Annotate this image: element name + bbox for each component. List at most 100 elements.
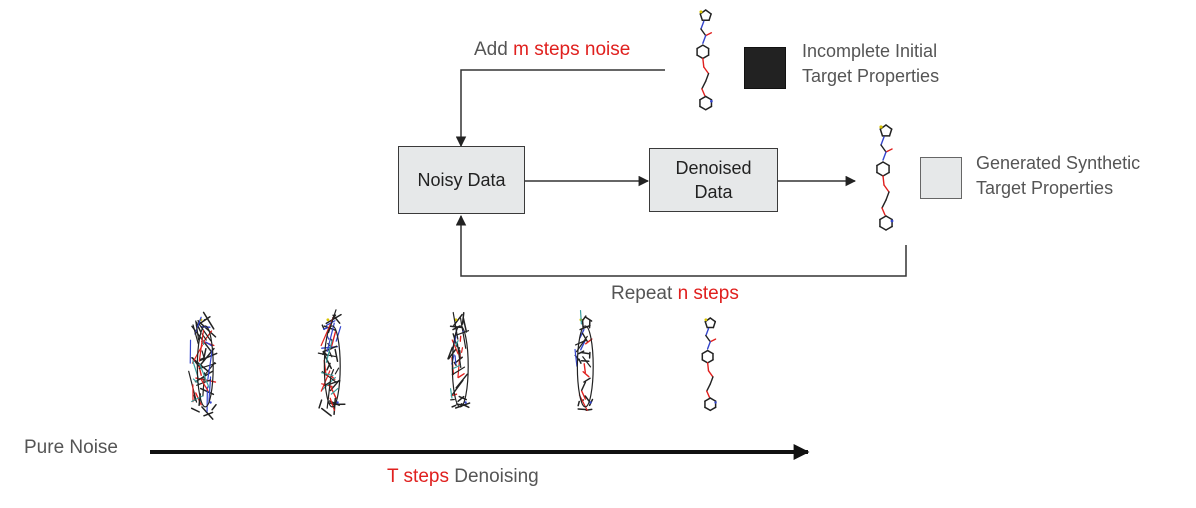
repeat-arrow [455,214,907,277]
noise-bond [195,320,200,341]
noise-bond [317,352,337,358]
chain-bond [885,191,890,201]
amide-bond [579,328,585,339]
amide-bond [705,327,710,337]
pyridine-bond [318,399,323,409]
ether-bond [706,390,711,398]
pyridine-bond [704,95,713,101]
benzene-bond [447,348,457,360]
benzene-bond [706,359,714,364]
noise-bond [200,378,209,392]
benzene-bond [453,361,457,366]
pyridine-bond [201,406,214,420]
benzene-bond [696,54,704,60]
generated-molecule [876,124,894,231]
pyridine-bond [709,397,717,402]
carbonyl-bond [705,32,713,37]
benzene-bond [580,351,590,355]
incomplete-legend: Incomplete Initial Target Properties [802,39,939,89]
benzene-bond [580,360,590,363]
benzene-bond [876,171,884,177]
pyridine-bond [704,397,712,402]
noisy-data-label: Noisy Data [417,170,506,190]
pyridine-bond [885,215,893,221]
noise-envelope [576,325,594,408]
pyridine-bond [333,397,337,416]
benzene-bond [198,357,205,361]
sulfur-atom [704,318,708,322]
noisy-data-box: Noisy Data [398,146,525,214]
pyridine-bond [885,225,893,231]
noise-bond [449,388,453,399]
noise-bond [455,340,459,347]
denoising-sequence [188,309,717,420]
noise-bond [198,329,205,362]
noise-bond [208,376,212,402]
ether-bond [582,371,590,378]
ether-bond [707,370,714,378]
denoised-data-box: Denoised Data [649,148,778,212]
benzene-bond [701,359,709,364]
benzene-bond [876,161,884,167]
nitrogen-atom [710,99,713,103]
noise-bond [454,355,457,365]
noise-envelope [323,325,341,408]
chain-bond [709,376,714,385]
noise-bond [320,372,334,377]
five-ring-bond [888,128,893,137]
noise-bond [330,369,335,376]
benzene-bond [334,348,339,362]
five-ring-bond [885,124,893,130]
denoising-step-molecule [447,311,471,409]
nitrogen-atom [890,219,894,223]
add-noise-label: Add m steps noise [474,39,630,61]
noise-bond [334,367,340,375]
pyridine-bond [709,406,717,412]
benzene-bond [191,357,201,369]
chain-bond [705,334,711,343]
five-ring-bond [699,13,704,22]
generated-legend: Generated Synthetic Target Properties [976,151,1140,201]
amine-bond [882,151,887,161]
sulfur-atom [879,125,883,129]
amine-bond [580,340,586,351]
generated-legend-line2: Target Properties [976,178,1114,198]
noise-bond [207,348,213,380]
chain-bond [583,377,591,383]
five-ring-bond [709,317,717,323]
five-ring-bond [704,9,712,15]
benzene-bond [447,346,454,360]
benzene-bond [701,349,709,355]
initial-molecule [696,9,713,111]
ether-bond [703,66,710,75]
incomplete-legend-line1: Incomplete Initial [802,41,938,61]
chain-bond [705,72,710,82]
five-ring-bond [879,128,884,137]
noise-bond [451,339,459,355]
denoised-data-label-1: Denoised [675,158,752,178]
nitrogen-atom [464,401,467,404]
denoising-step-molecule [701,317,717,412]
pyridine-bond [704,406,712,412]
ether-bond [581,390,587,400]
noise-bond [329,397,336,412]
denoising-caption: T steps Denoising [387,466,539,488]
sulfur-atom [326,318,330,322]
amide-bond [700,20,705,30]
chain-bond [881,199,887,209]
noise-bond [194,316,202,335]
five-ring-bond [462,317,468,333]
pyridine-bond [190,407,200,413]
ether-bond [583,363,587,374]
add-noise-arrow [455,69,665,148]
ether-bond [883,184,890,193]
noise-bond [326,322,335,352]
generated-legend-line1: Generated Synthetic [976,153,1141,173]
add-noise-highlight: m steps noise [513,39,631,60]
noise-bond [200,361,216,381]
amine-bond [205,341,213,347]
add-noise-prefix: Add [474,39,508,60]
noise-bond [201,350,205,358]
ether-bond [702,57,705,68]
